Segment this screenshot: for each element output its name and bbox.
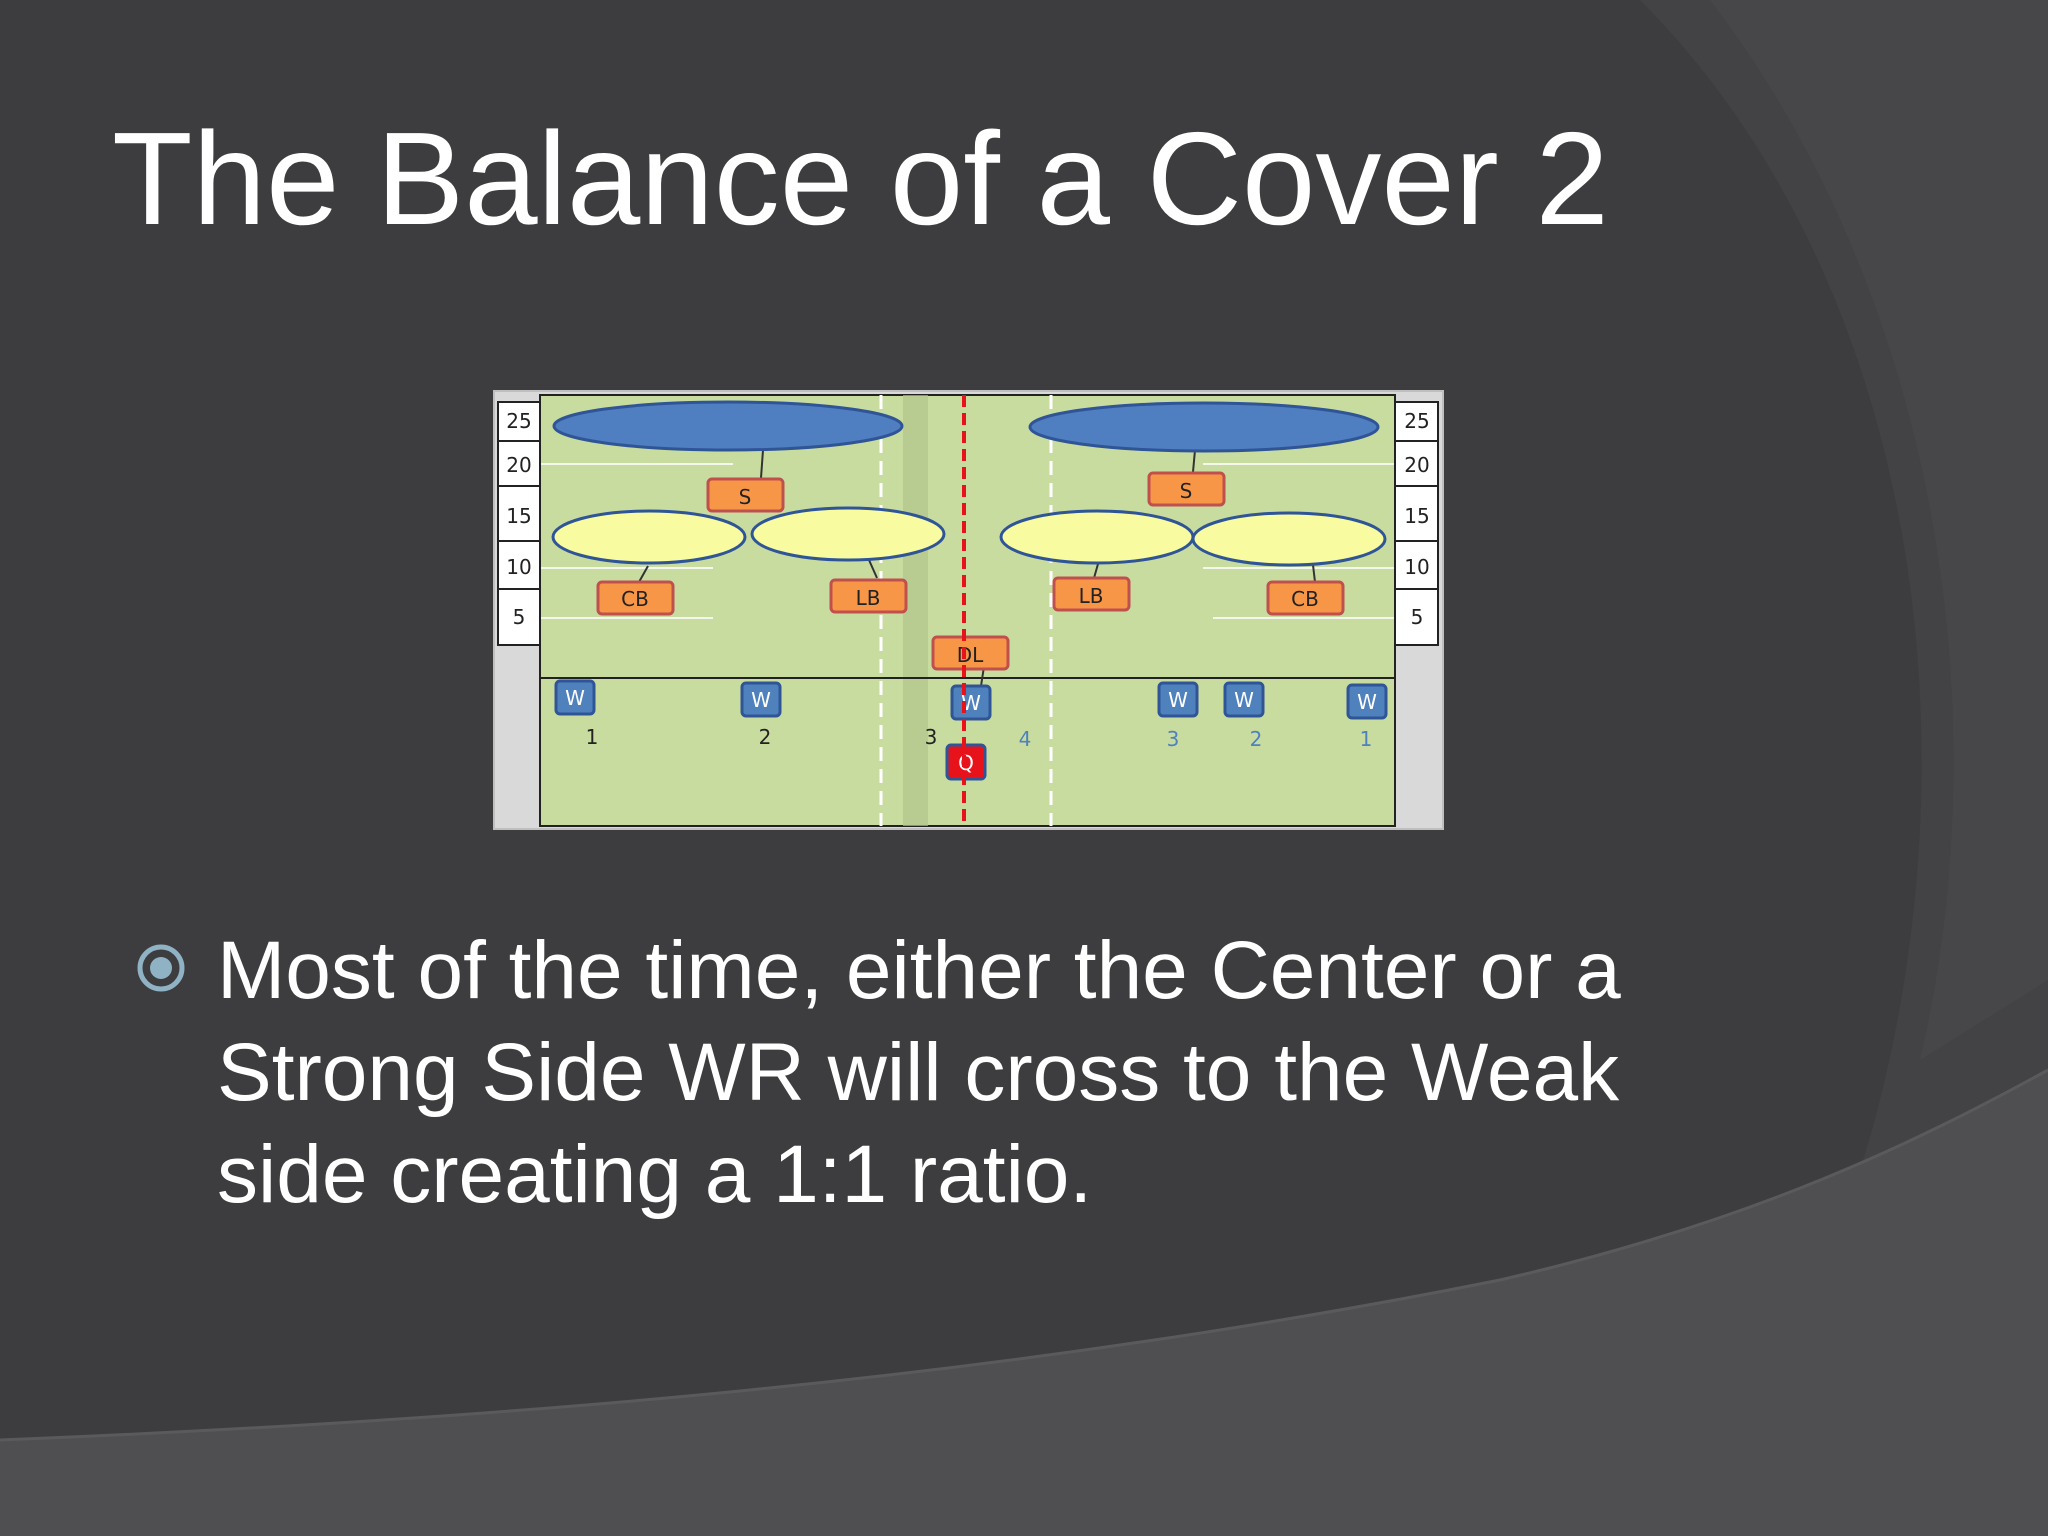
cornerback-right-label: CB — [1291, 587, 1319, 611]
yard-marker-left-5: 5 — [513, 605, 526, 629]
receiver-right-2: W — [1223, 681, 1265, 718]
linebacker-left-label: LB — [856, 586, 881, 610]
receiver-left-2: W — [740, 681, 782, 718]
yard-marker-right-5: 5 — [1411, 605, 1424, 629]
cornerback-left: CB — [596, 580, 675, 616]
receiver-center: W — [950, 684, 992, 721]
receiver-left-2-label: W — [751, 688, 771, 712]
receiver-right-1: W — [1346, 683, 1388, 720]
yard-markers-right: 25 20 15 10 5 — [1394, 401, 1439, 646]
safety-left: S — [706, 477, 785, 513]
receiver-number-right-1: 1 — [1360, 727, 1373, 751]
bullet-text: Most of the time, either the Center or a… — [217, 925, 1621, 1220]
receiver-right-2-label: W — [1234, 688, 1254, 712]
slide-title: The Balance of a Cover 2 — [112, 105, 1609, 252]
yard-marker-right-20: 20 — [1404, 453, 1429, 477]
yard-marker-left-20: 20 — [506, 453, 531, 477]
defensive-lineman: DL — [931, 635, 1010, 671]
receiver-center-label: W — [961, 691, 981, 715]
receiver-number-right-3: 3 — [1167, 727, 1180, 751]
yard-marker-right-10: 10 — [1404, 555, 1429, 579]
cover-2-diagram: 25 20 15 10 5 25 20 15 10 5 — [493, 390, 1444, 830]
safety-right-label: S — [1180, 479, 1193, 503]
background-band-bottom — [0, 1070, 2048, 1536]
yard-marker-right-15: 15 — [1404, 504, 1429, 528]
receiver-right-3-label: W — [1168, 688, 1188, 712]
background-band-bottom-edge — [0, 1068, 2048, 1442]
target-bullet-icon — [137, 944, 185, 992]
zone-connectors — [638, 449, 1316, 687]
defensive-lineman-label: DL — [957, 643, 984, 667]
yard-marker-right-25: 25 — [1404, 409, 1429, 433]
deep-zone-left — [552, 400, 904, 452]
receiver-right-3: W — [1157, 681, 1199, 718]
receiver-number-center-4: 4 — [1019, 727, 1032, 751]
deep-zone-right — [1028, 401, 1380, 453]
linebacker-right-label: LB — [1079, 584, 1104, 608]
yard-markers-left: 25 20 15 10 5 — [497, 401, 541, 646]
cornerback-left-label: CB — [621, 587, 649, 611]
cornerback-right: CB — [1266, 580, 1345, 616]
yard-marker-left-25: 25 — [506, 409, 531, 433]
safety-right: S — [1147, 471, 1226, 507]
background-arc-right-inner — [1710, 0, 2048, 1060]
yard-marker-left-15: 15 — [506, 504, 531, 528]
yard-marker-left-10: 10 — [506, 555, 531, 579]
receiver-number-left-3: 3 — [925, 725, 938, 749]
receiver-number-left-2: 2 — [759, 725, 772, 749]
safety-left-label: S — [739, 485, 752, 509]
short-zone-1 — [551, 509, 747, 565]
receiver-left-1-label: W — [565, 686, 585, 710]
short-zone-3 — [999, 509, 1195, 565]
short-zone-2 — [750, 506, 946, 562]
linebacker-right: LB — [1052, 576, 1131, 612]
short-zone-4 — [1191, 511, 1387, 567]
receiver-right-1-label: W — [1357, 690, 1377, 714]
receiver-left-1: W — [554, 679, 596, 716]
yard-lines — [540, 463, 1395, 619]
receiver-number-left-1: 1 — [586, 725, 599, 749]
linebacker-left: LB — [829, 578, 908, 614]
field-center-shade — [903, 395, 928, 826]
receiver-number-right-2: 2 — [1250, 727, 1263, 751]
